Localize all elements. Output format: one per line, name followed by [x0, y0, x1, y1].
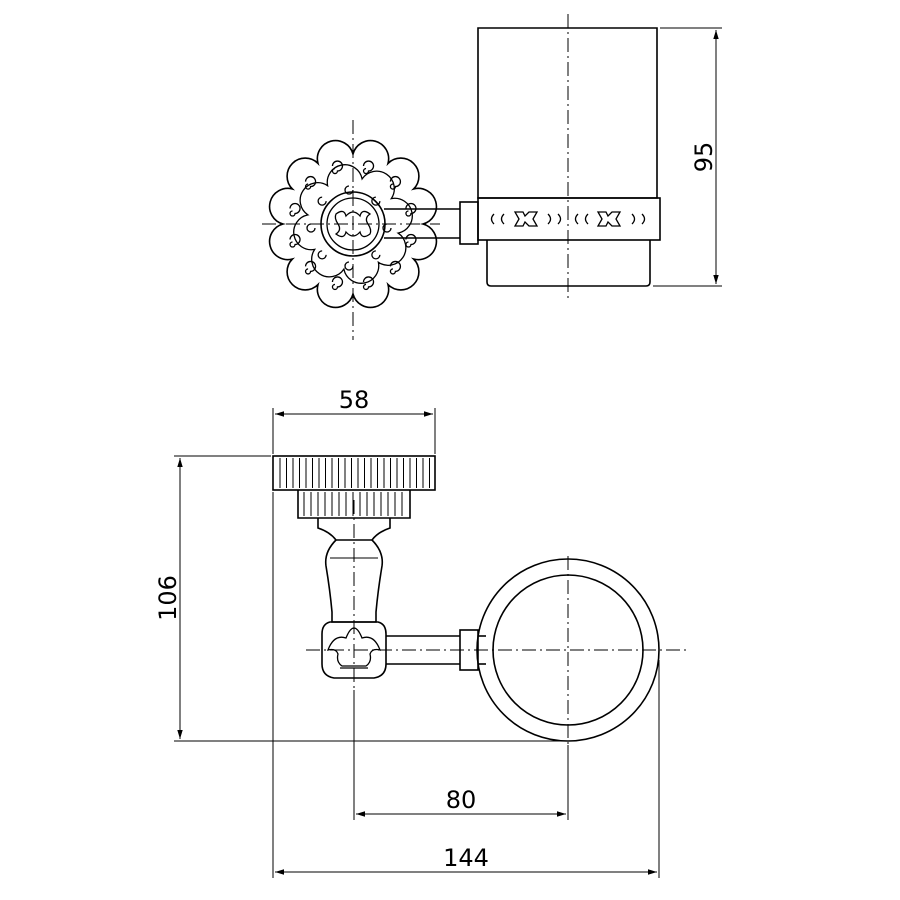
rosette-scroll [362, 160, 375, 175]
rosette-scroll [304, 260, 317, 275]
base-lower-flutes [303, 492, 403, 516]
dim-label-106: 106 [154, 575, 182, 621]
rosette-scroll [405, 233, 417, 248]
rosette-inner-scroll [371, 196, 381, 206]
rosette-inner-scroll [344, 261, 354, 271]
rosette-scroll [289, 233, 301, 248]
band-cutouts [490, 211, 646, 227]
rosette-inner-scroll [317, 250, 327, 260]
dim-label-80: 80 [446, 786, 477, 814]
rosette-scroll [362, 276, 375, 291]
rosette-scroll [304, 175, 317, 190]
rosette-inner-scroll [371, 250, 381, 260]
plan-view: 58 106 80 144 [154, 386, 686, 878]
dim-label-144: 144 [443, 844, 489, 872]
rosette-inner-outline [293, 164, 413, 284]
dim-total-depth: 144 [272, 492, 660, 878]
front-view: 95 [262, 14, 722, 340]
rosette-scrolls [289, 160, 417, 291]
dim-label-58: 58 [339, 386, 370, 414]
dim-base-width: 58 [272, 386, 436, 454]
rosette-scroll [389, 175, 402, 190]
rosette-center-motif [334, 210, 372, 238]
dim-projection: 80 [353, 690, 569, 820]
rosette-scroll [389, 260, 402, 275]
rosette-scroll [331, 276, 344, 291]
rosette-inner-scroll [317, 196, 327, 206]
rosette-inner-scroll [306, 223, 316, 233]
front-arm [384, 201, 479, 245]
base-plate [272, 455, 436, 541]
rosette-scroll [405, 202, 417, 217]
dim-label-95: 95 [690, 142, 718, 173]
dim-cup-height: 95 [653, 27, 722, 287]
rosette-scroll [331, 160, 344, 175]
base-flutes [279, 458, 430, 488]
front-cup [477, 27, 661, 287]
rosette-scroll [289, 202, 301, 217]
dim-total-height: 106 [154, 455, 560, 742]
